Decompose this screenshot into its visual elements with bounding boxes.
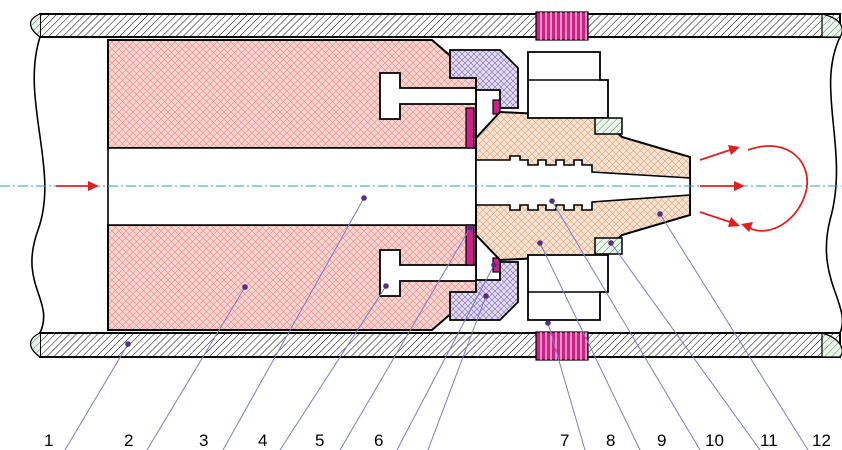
callout-label: 11: [760, 431, 778, 450]
clamp-collar: [449, 49, 519, 321]
callout-label: 10: [705, 431, 724, 450]
flow-arrows: [56, 145, 808, 232]
callout-label: 8: [606, 431, 615, 450]
callout-label: 6: [374, 431, 383, 450]
callout-label: 12: [812, 431, 831, 450]
callout-label: 4: [258, 431, 267, 450]
pipe-wall: [30, 13, 842, 358]
coil-winding: [535, 11, 589, 361]
callout-label: 1: [44, 431, 53, 450]
callout-label: 3: [199, 431, 208, 450]
nozzle-channel: [475, 155, 691, 211]
callout-label: 2: [124, 431, 133, 450]
leader-lines: [64, 197, 809, 450]
pointer-dots: [125, 195, 663, 347]
callout-label: 5: [315, 431, 324, 450]
callout-label: 7: [560, 431, 569, 450]
callout-labels: 1 2 3 4 5 6 7 8 9 10 11 12: [44, 431, 831, 450]
shoulder-block: [594, 117, 623, 255]
callout-label: 9: [657, 431, 666, 450]
